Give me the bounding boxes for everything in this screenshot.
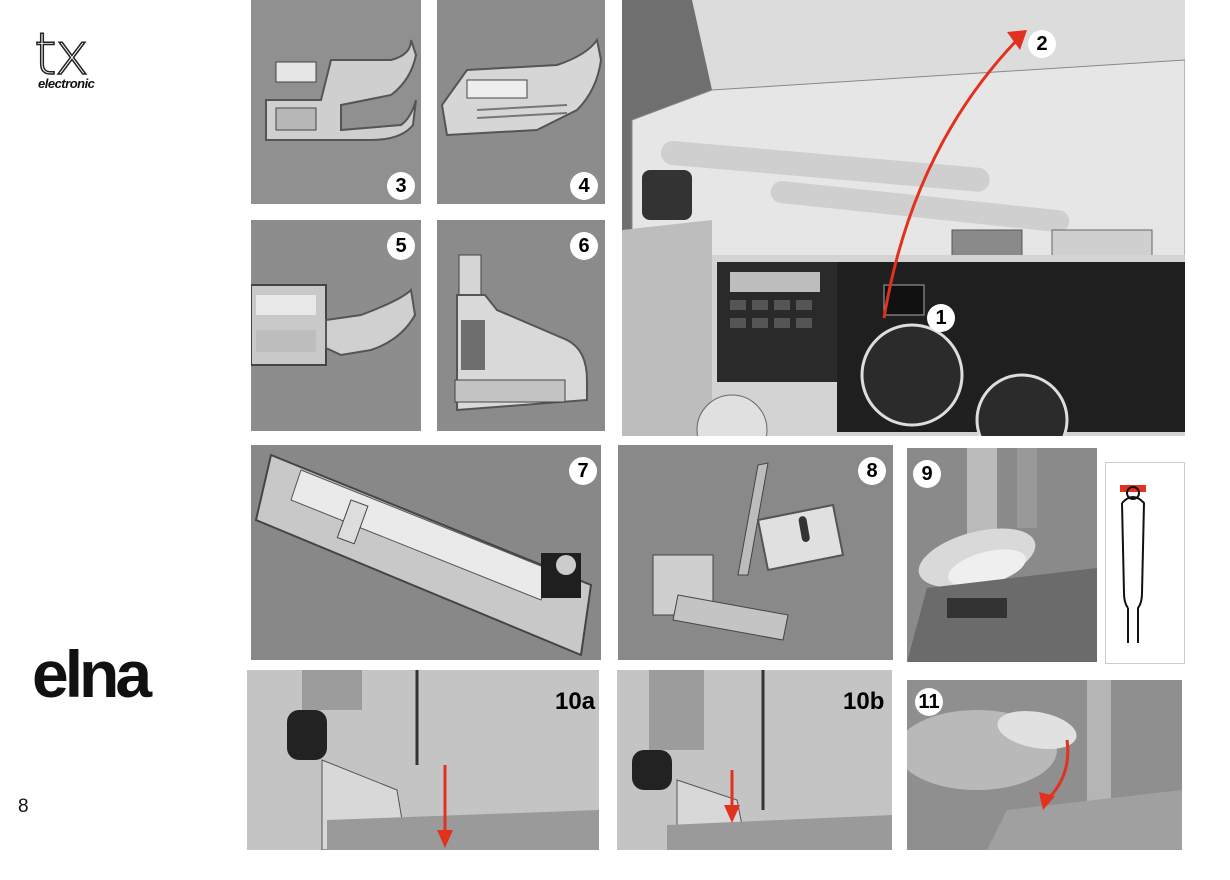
accessory-box-illustration <box>622 0 1185 436</box>
presser-foot-illustration <box>251 0 421 204</box>
figure-3-label: 3 <box>387 172 415 200</box>
figure-10a-label: 10a <box>555 688 596 715</box>
buttonhole-foot-illustration <box>251 445 601 660</box>
needle-position-10b-illustration <box>617 670 892 850</box>
figure-6-label: 6 <box>570 232 598 260</box>
elna-logo: elna <box>32 637 152 711</box>
photo-needle-position-10b: 10b <box>617 670 892 850</box>
photo-presser-foot: 3 <box>251 0 421 204</box>
figure-8-label: 8 <box>858 457 886 485</box>
figure-5-label: 5 <box>387 232 415 260</box>
photo-needle-threading: 11 <box>907 680 1182 850</box>
callout-1: 1 <box>927 304 955 332</box>
transparent-foot-illustration <box>437 0 605 204</box>
needle-threading-illustration <box>907 680 1182 850</box>
figure-11-label: 11 <box>915 688 943 716</box>
needle-diagram <box>1105 462 1185 664</box>
photo-zipper-foot: 5 <box>251 220 421 431</box>
page-number: 8 <box>18 796 29 817</box>
callout-2: 2 <box>1028 30 1056 58</box>
logo-electronic-text: electronic <box>38 76 95 91</box>
hemmer-foot-plate-illustration <box>618 445 893 660</box>
figure-10b-label: 10b <box>843 688 885 715</box>
needle-change-illustration <box>907 448 1097 662</box>
logo-tx-text: tx <box>33 20 90 88</box>
figure-4-label: 4 <box>570 172 598 200</box>
photo-accessory-box: 1 2 <box>622 0 1185 436</box>
figure-7-label: 7 <box>569 457 597 485</box>
needle-flat-side-icon <box>1120 485 1146 643</box>
photo-needle-position-10a: 10a <box>247 670 599 850</box>
photo-hemmer-foot-plate: 8 <box>618 445 893 660</box>
photo-needle-change: 9 <box>907 448 1097 662</box>
photo-transparent-foot: 4 <box>437 0 605 204</box>
photo-buttonhole-foot: 7 <box>251 445 601 660</box>
needle-position-10a-illustration <box>247 670 599 850</box>
blind-stitch-foot-illustration <box>437 220 605 431</box>
figure-9-label: 9 <box>913 460 941 488</box>
tx-electronic-logo: tx electronic <box>33 20 114 108</box>
photo-blind-stitch-foot: 6 <box>437 220 605 431</box>
